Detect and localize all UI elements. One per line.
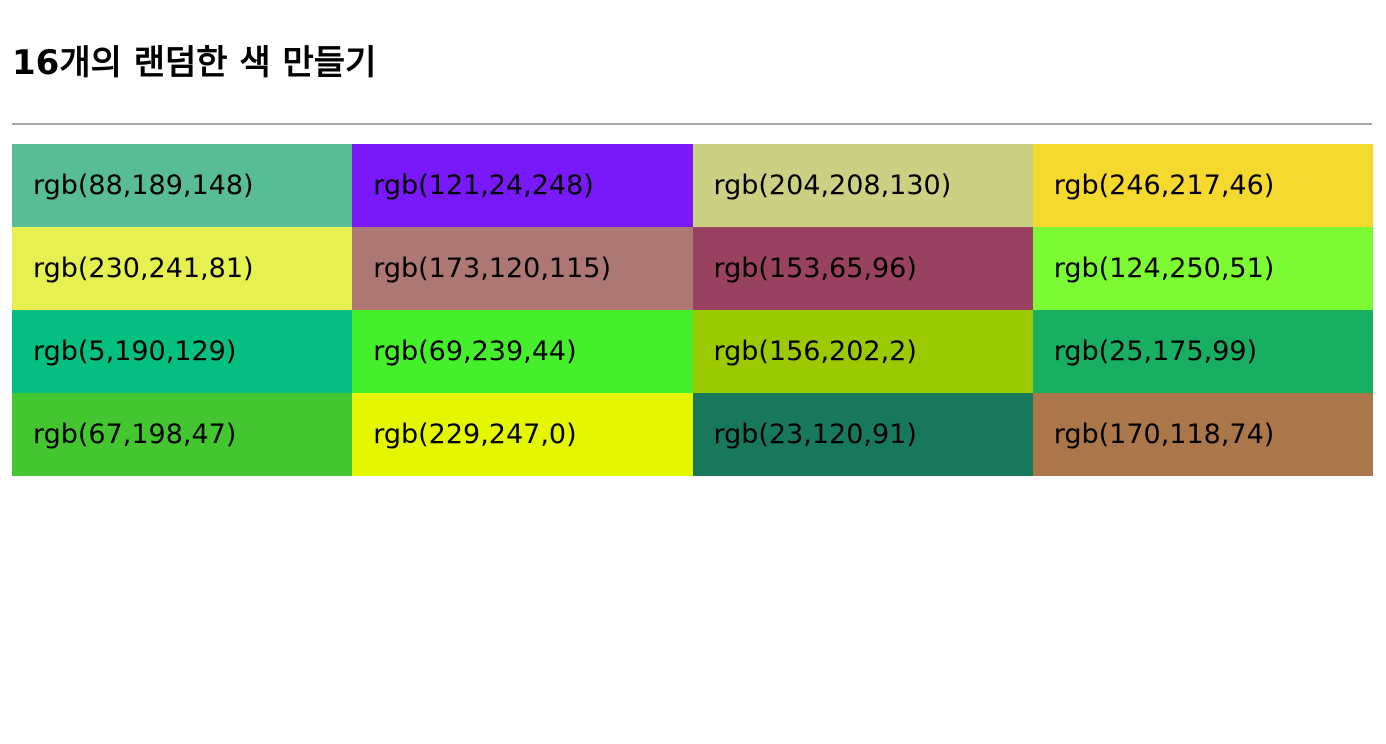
color-cell: rgb(246,217,46)	[1032, 144, 1373, 227]
color-cell: rgb(153,65,96)	[692, 227, 1033, 310]
color-cell: rgb(229,247,0)	[352, 393, 693, 476]
table-row: rgb(88,189,148) rgb(121,24,248) rgb(204,…	[12, 144, 1373, 227]
color-cell: rgb(170,118,74)	[1032, 393, 1373, 476]
color-cell: rgb(124,250,51)	[1032, 227, 1373, 310]
color-cell: rgb(173,120,115)	[352, 227, 693, 310]
color-cell: rgb(156,202,2)	[692, 310, 1033, 393]
color-cell: rgb(5,190,129)	[12, 310, 353, 393]
divider	[12, 123, 1372, 125]
color-cell: rgb(69,239,44)	[352, 310, 693, 393]
color-cell: rgb(23,120,91)	[692, 393, 1033, 476]
color-cell: rgb(121,24,248)	[352, 144, 693, 227]
color-grid: rgb(88,189,148) rgb(121,24,248) rgb(204,…	[12, 144, 1373, 476]
color-cell: rgb(204,208,130)	[692, 144, 1033, 227]
table-row: rgb(67,198,47) rgb(229,247,0) rgb(23,120…	[12, 393, 1373, 476]
table-row: rgb(230,241,81) rgb(173,120,115) rgb(153…	[12, 227, 1373, 310]
page-title: 16개의 랜덤한 색 만들기	[12, 43, 377, 83]
color-cell: rgb(67,198,47)	[12, 393, 353, 476]
color-cell: rgb(88,189,148)	[12, 144, 353, 227]
color-cell: rgb(25,175,99)	[1032, 310, 1373, 393]
table-row: rgb(5,190,129) rgb(69,239,44) rgb(156,20…	[12, 310, 1373, 393]
color-cell: rgb(230,241,81)	[12, 227, 353, 310]
